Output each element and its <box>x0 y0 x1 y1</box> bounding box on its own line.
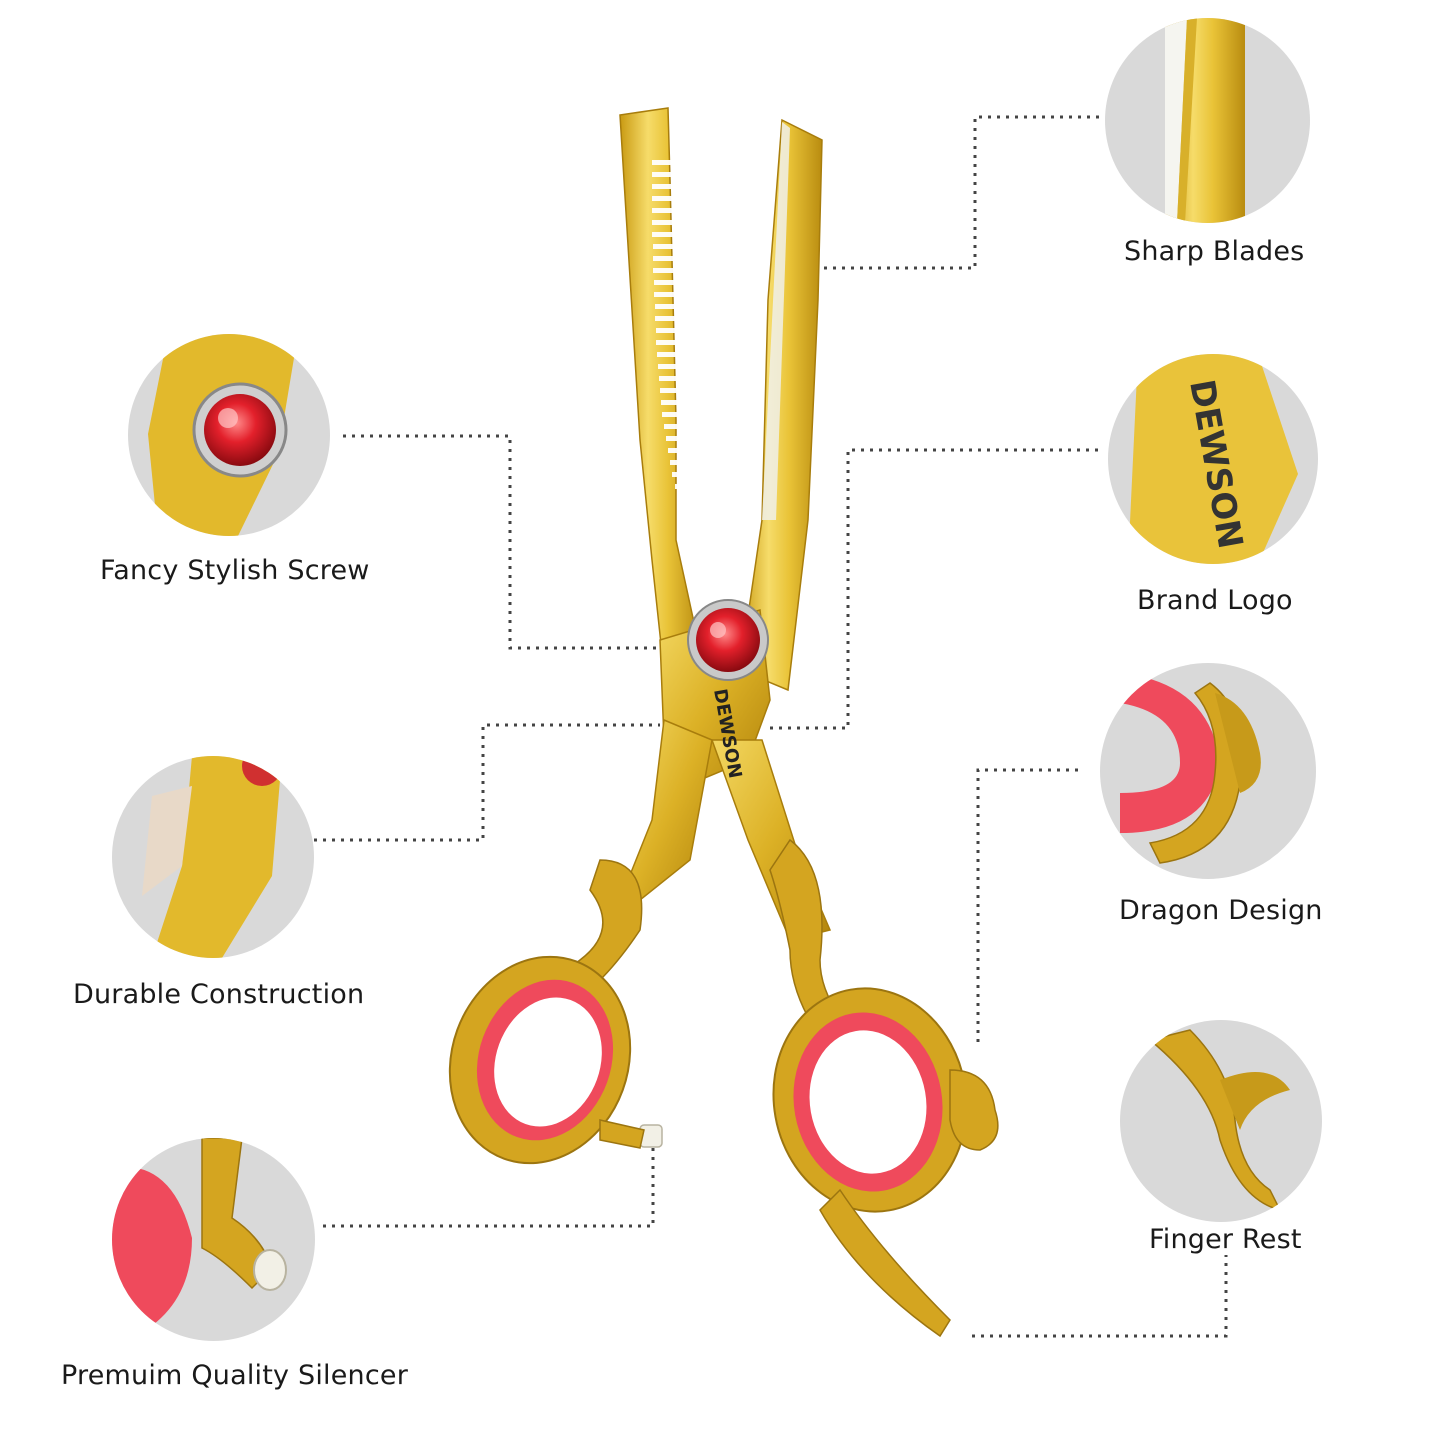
right-finger-ring <box>772 987 968 1213</box>
circle-finger-rest <box>1120 1020 1322 1222</box>
ruby-screw <box>687 599 769 681</box>
finger-rest-tang <box>819 1188 951 1338</box>
label-fancy-stylish-screw: Fancy Stylish Screw <box>100 555 370 586</box>
circle-brand-logo: DEWSON <box>1108 354 1318 564</box>
label-finger-rest: Finger Rest <box>1149 1224 1302 1255</box>
label-dragon-design: Dragon Design <box>1119 895 1323 926</box>
circle-silencer <box>112 1138 315 1341</box>
connector-finger-rest <box>972 1255 1228 1338</box>
left-shank <box>627 718 713 902</box>
circle-sharp-blades <box>1105 18 1310 223</box>
circle-durable-construction <box>112 756 314 958</box>
connector-brand-logo <box>770 448 1098 730</box>
connector-sharp-blades <box>770 115 1105 270</box>
connector-fancy-screw <box>343 434 700 650</box>
connector-durable <box>305 723 660 842</box>
straight-blade <box>739 118 823 692</box>
left-finger-ring <box>448 955 632 1165</box>
connector-dragon <box>976 768 1078 1045</box>
label-premium-quality-silencer: Premuim Quality Silencer <box>61 1360 409 1391</box>
circle-fancy-screw <box>128 334 330 536</box>
label-durable-construction: Durable Construction <box>73 979 365 1010</box>
circle-dragon-design <box>1100 663 1316 879</box>
label-sharp-blades: Sharp Blades <box>1124 236 1305 267</box>
label-brand-logo: Brand Logo <box>1137 585 1293 616</box>
connector-silencer <box>323 1148 655 1228</box>
dragon-head <box>949 1069 999 1151</box>
